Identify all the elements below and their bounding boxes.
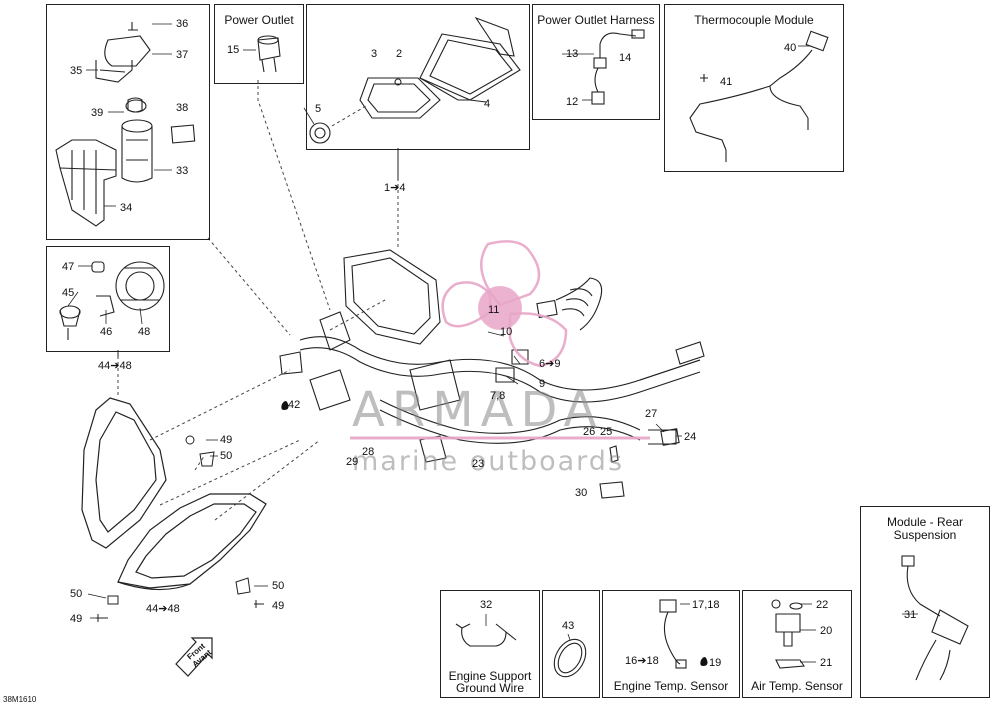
- callout-37: 37: [176, 49, 189, 61]
- engine-temp-sensor-title: Engine Temp. Sensor: [613, 679, 729, 693]
- callout-26: 26: [583, 426, 596, 438]
- box-engine-temp-sensor: Engine Temp. Sensor: [602, 590, 740, 698]
- callout-39: 39: [91, 107, 104, 119]
- power-outlet-title: Power Outlet: [224, 13, 294, 27]
- callout-6-to-9: 6➔9: [539, 358, 561, 370]
- box-power-outlet: Power Outlet: [214, 4, 304, 84]
- callout-28: 28: [362, 446, 375, 458]
- callout-45: 45: [62, 287, 75, 299]
- engine-support-ground-wire-title-line1: Engine Support: [448, 669, 532, 683]
- callout-13: 13: [566, 48, 579, 60]
- air-temp-sensor-title: Air Temp. Sensor: [751, 679, 843, 693]
- callout-15: 15: [227, 44, 240, 56]
- callout-1-to-4: 1➔4: [384, 182, 406, 194]
- callout-46: 46: [100, 326, 113, 338]
- sheet-code: 38M1610: [3, 695, 37, 704]
- box-engine-support-ground-wire: Engine Support Ground Wire: [440, 590, 540, 698]
- box-gauge-cluster: [306, 4, 530, 150]
- box-module-rear-suspension: Module - Rear Suspension: [860, 506, 990, 698]
- callout-34: 34: [120, 202, 133, 214]
- callout-36: 36: [176, 18, 189, 30]
- callout-48-top: 48: [138, 326, 151, 338]
- callout-22: 22: [816, 599, 829, 611]
- callout-24: 24: [684, 431, 697, 443]
- callout-7-8: 7,8: [490, 390, 506, 402]
- callout-41: 41: [720, 76, 733, 88]
- callout-49-b: 49: [272, 600, 285, 612]
- callout-19: 19: [709, 657, 722, 669]
- box-power-outlet-harness: Power Outlet Harness: [532, 4, 660, 120]
- watermark-tagline: marine outboards: [352, 446, 625, 477]
- callout-16-to-18: 16➔18: [625, 655, 659, 667]
- box-thermocouple-module: Thermocouple Module: [664, 4, 844, 172]
- watermark-brand: ARMADA: [352, 382, 604, 438]
- callout-49-a: 49: [220, 434, 233, 446]
- callout-2: 2: [396, 48, 403, 60]
- callout-25: 25: [600, 426, 613, 438]
- callout-30: 30: [575, 487, 588, 499]
- callout-49-c: 49: [70, 613, 83, 625]
- callout-33: 33: [176, 165, 189, 177]
- callout-44-to-48-top: 44➔48: [98, 360, 132, 372]
- callout-31: 31: [904, 609, 917, 621]
- box-air-temp-sensor: Air Temp. Sensor: [742, 590, 852, 698]
- callout-4: 4: [484, 98, 491, 110]
- callout-10: 10: [500, 326, 513, 338]
- callout-29: 29: [346, 456, 359, 468]
- module-rear-suspension-title-line2: Suspension: [893, 528, 957, 542]
- callout-32: 32: [480, 599, 493, 611]
- callout-47: 47: [62, 261, 75, 273]
- callout-14: 14: [619, 52, 632, 64]
- callout-21: 21: [820, 657, 833, 669]
- callout-50-c: 50: [70, 588, 83, 600]
- callout-5: 5: [315, 103, 322, 115]
- callout-43: 43: [562, 620, 575, 632]
- thermocouple-module-title: Thermocouple Module: [694, 13, 814, 27]
- box-fuse-module: [46, 4, 210, 240]
- callout-11: 11: [488, 304, 500, 316]
- callout-9: 9: [539, 378, 546, 390]
- callout-38: 38: [176, 102, 189, 114]
- callout-3: 3: [371, 48, 378, 60]
- callout-40: 40: [784, 42, 797, 54]
- callout-35: 35: [70, 65, 83, 77]
- callout-12: 12: [566, 96, 579, 108]
- callout-17-18: 17,18: [692, 599, 720, 611]
- callout-27: 27: [645, 408, 658, 420]
- callout-20: 20: [820, 625, 833, 637]
- module-rear-suspension-title-line1: Module - Rear: [886, 515, 964, 529]
- box-part-43: [542, 590, 600, 698]
- power-outlet-harness-title: Power Outlet Harness: [537, 13, 655, 27]
- callout-44-to-48-bottom: 44➔48: [146, 603, 180, 615]
- engine-support-ground-wire-title-line2: Ground Wire: [455, 681, 525, 695]
- callout-42: 42: [288, 399, 301, 411]
- callout-50-a: 50: [220, 450, 233, 462]
- callout-23: 23: [472, 458, 485, 470]
- box-headlight-parts: [46, 246, 170, 352]
- callout-50-b: 50: [272, 580, 285, 592]
